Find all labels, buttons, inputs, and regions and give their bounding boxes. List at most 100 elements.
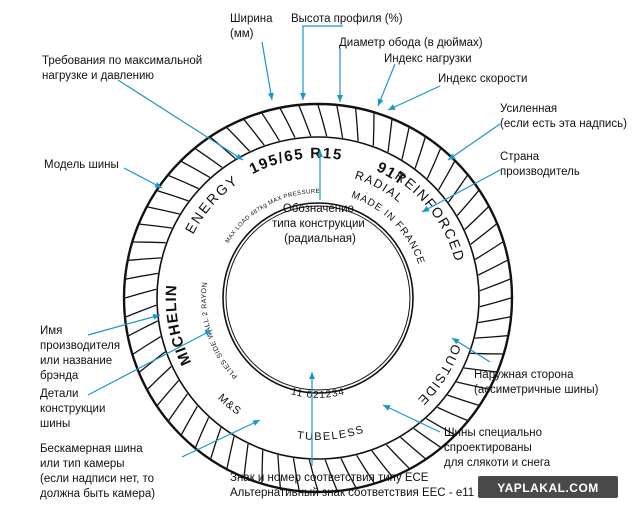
ece-number-mark: 11 021234	[290, 386, 346, 401]
tread-groove	[464, 206, 489, 230]
label-speed-index: Индекс скорости	[438, 73, 527, 85]
leader-profile	[302, 25, 343, 100]
tread-groove	[195, 148, 223, 168]
tread-groove	[470, 352, 503, 355]
leader-lines	[87, 25, 501, 466]
tread-groove	[464, 367, 497, 373]
tread-groove	[133, 241, 166, 244]
tread-groove	[474, 241, 504, 260]
tread-groove	[413, 428, 441, 448]
tread-groove	[438, 161, 456, 191]
label-load-index: Индекс нагрузки	[384, 53, 472, 65]
tread-groove	[210, 137, 236, 160]
leader-arrowhead	[300, 93, 306, 100]
tread-groove	[414, 137, 426, 169]
leader-load	[377, 63, 396, 107]
leader-arrowhead	[452, 338, 460, 345]
tread-groove	[124, 288, 157, 299]
leader-arrowhead	[337, 95, 343, 102]
tread-groove	[470, 223, 497, 245]
leader-arrowhead	[309, 372, 315, 379]
tread-groove	[317, 104, 328, 137]
label-width: Ширина (мм)	[230, 13, 276, 40]
tread-groove	[226, 436, 235, 469]
tread-groove	[447, 394, 479, 406]
tread-groove	[261, 112, 280, 142]
leader-arrowhead	[154, 182, 162, 188]
label-ms: Шины специально спроектированы для сляко…	[444, 427, 551, 469]
label-model: Модель шины	[44, 159, 119, 171]
tread-groove	[371, 450, 393, 477]
leader-arrowhead	[448, 153, 456, 160]
tread-groove	[210, 427, 222, 459]
leader-arrowhead	[267, 92, 274, 100]
tread-groove	[157, 190, 189, 202]
tread-groove	[125, 304, 157, 318]
tread-groove	[308, 459, 319, 492]
tread-groove	[168, 175, 199, 190]
label-rim: Диаметр обода (в дюймах)	[339, 37, 483, 49]
label-max-load: Требования по максимальной нагрузке и да…	[42, 55, 205, 82]
energy-mark: ENERGY	[182, 171, 242, 236]
leader-arrowhead	[377, 98, 384, 106]
leader-width	[261, 41, 273, 101]
sidewall-markings: 195/65 R15 91T RADIAL ENERGY MAX LOAD 48…	[163, 145, 467, 443]
tire-size-mark: 195/65 R15	[247, 145, 344, 178]
tubeless-mark: TUBELESS	[296, 423, 366, 443]
tread-groove	[139, 223, 172, 229]
tread-groove	[340, 458, 357, 488]
leader-details	[87, 329, 213, 396]
rim-inner-edge	[225, 205, 411, 391]
tread-groove	[479, 297, 512, 308]
tread-groove	[401, 127, 410, 160]
tread-groove	[426, 148, 441, 179]
tread-groove	[128, 257, 162, 261]
tread-groove	[292, 457, 300, 491]
leader-arrowhead	[317, 150, 323, 157]
tread-groove	[400, 436, 426, 459]
tread-groove	[195, 417, 210, 448]
label-country: Страна производитель	[500, 151, 580, 178]
leader-arrowhead	[252, 420, 260, 426]
leader-arrowhead	[152, 314, 160, 320]
tread-groove	[261, 450, 264, 483]
tread-groove	[324, 459, 338, 491]
label-brand: Имя производителя или название брэнда	[40, 325, 123, 382]
tread-groove	[474, 335, 508, 339]
tread-groove	[243, 444, 249, 477]
tread-groove	[279, 108, 296, 138]
tire-rings	[122, 102, 514, 494]
leader-arrowhead	[383, 405, 391, 411]
tread-groove	[298, 105, 312, 137]
tread-groove	[425, 418, 455, 436]
tread-groove	[478, 259, 508, 276]
label-outside: Наружная сторона (ассиметричные шины)	[474, 369, 599, 396]
watermark-text: YAPLAKAL.COM	[497, 481, 599, 495]
leader-ms	[382, 404, 441, 433]
leader-model	[123, 167, 163, 189]
ms-mark: M&S	[215, 392, 243, 418]
tread-groove	[437, 406, 468, 421]
label-reinforced: Усиленная (если есть эта надпись)	[500, 103, 627, 130]
tread-groove	[479, 278, 511, 292]
leader-arrowhead	[204, 330, 212, 336]
label-construction: Обозначение типа конструкции (радиальная…	[272, 203, 368, 245]
tread-groove	[147, 206, 180, 215]
tire-outer-edge	[122, 102, 514, 494]
tread-groove	[277, 454, 281, 488]
tread-groove	[226, 127, 250, 152]
tread-groove	[356, 454, 375, 484]
leader-tubeless	[181, 419, 261, 458]
tread-groove	[168, 393, 188, 421]
tread-groove	[456, 381, 489, 390]
tread-groove	[128, 320, 158, 337]
leader-reinforced	[447, 123, 501, 161]
rim-edge	[222, 202, 414, 394]
leader-speed	[387, 85, 441, 111]
tread-inner-edge	[156, 136, 480, 460]
callout-labels: Ширина (мм) Высота профиля (%) Диаметр о…	[40, 13, 627, 500]
tread-groove	[448, 175, 468, 203]
leader-arrowhead	[235, 153, 243, 160]
tread-groove	[243, 119, 265, 146]
